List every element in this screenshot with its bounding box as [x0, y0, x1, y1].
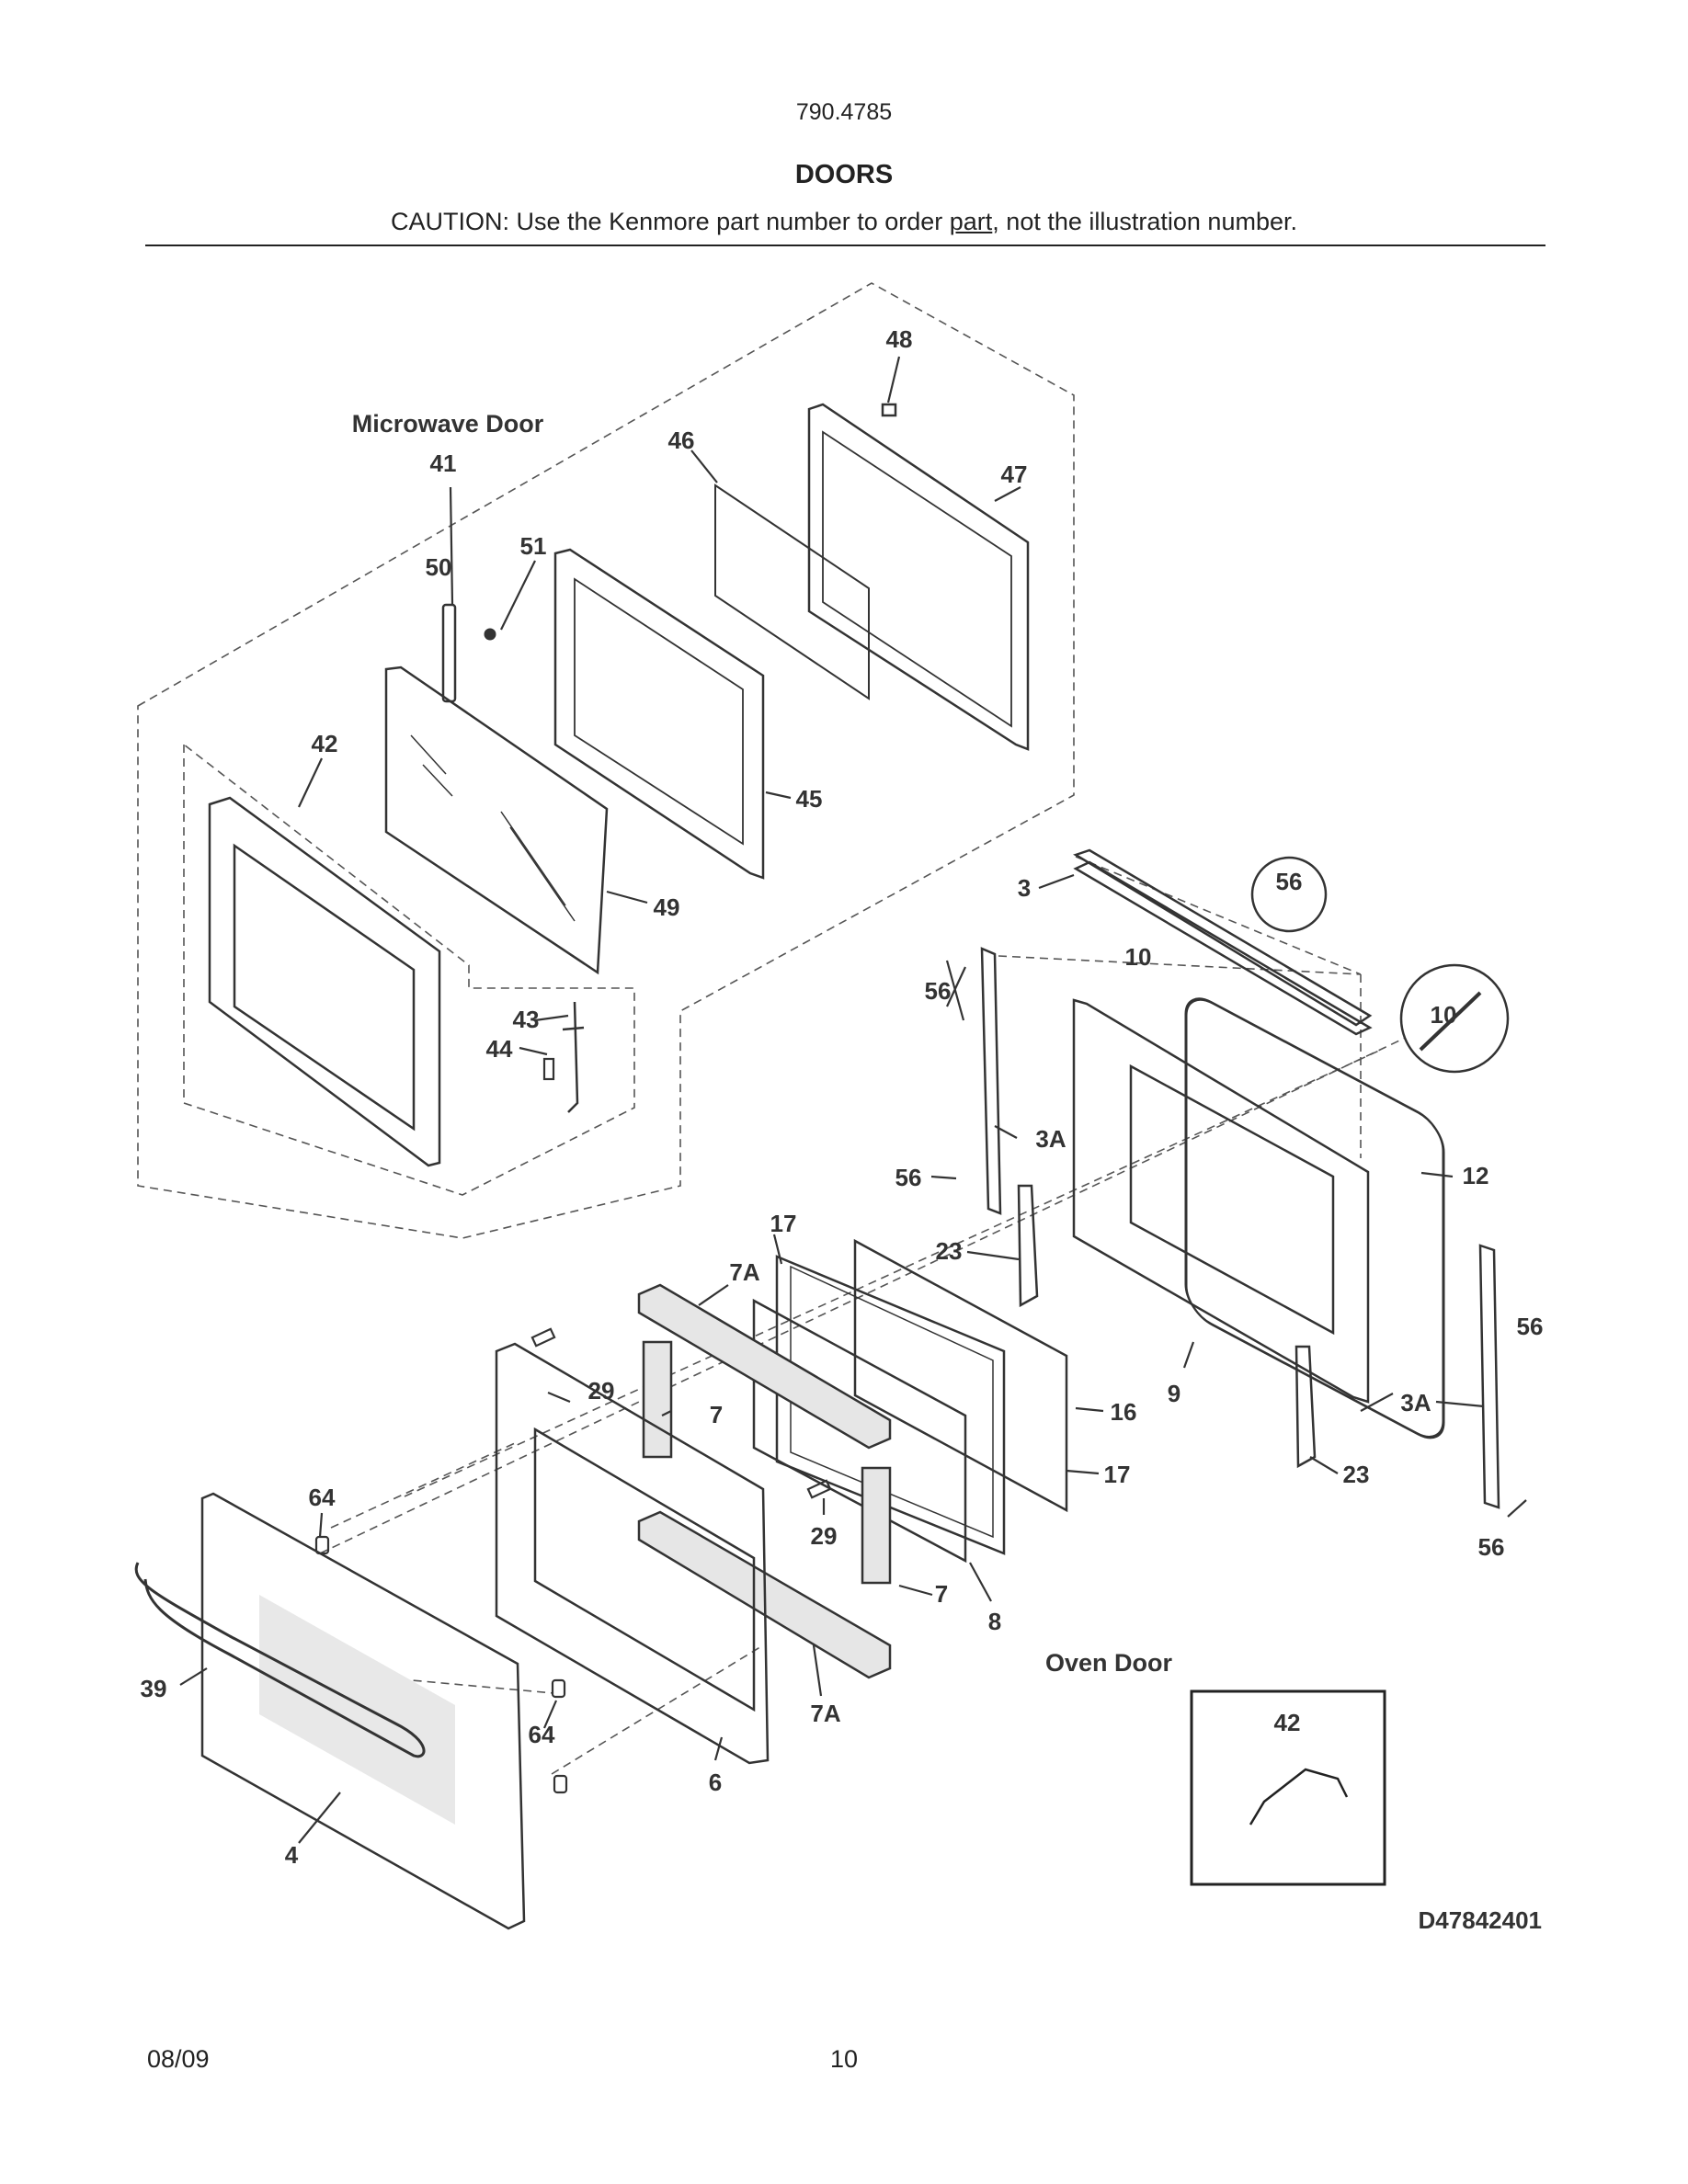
- part-23-hinge-left: [1017, 1184, 1039, 1308]
- callout-23-right: 23: [1343, 1461, 1370, 1488]
- part-16-glass: [853, 1238, 1068, 1513]
- part-6-inner-door: [495, 1342, 770, 1765]
- callout-43: 43: [513, 1006, 540, 1033]
- callout-45: 45: [796, 785, 823, 813]
- callout-42: 42: [312, 730, 338, 757]
- part-29-pin-bottom: [806, 1479, 832, 1499]
- part-49-front-glass: [384, 665, 609, 975]
- part-29-pin-top: [530, 1327, 556, 1348]
- callout-29-top: 29: [588, 1377, 615, 1405]
- part-7-insulation-left: [642, 1340, 673, 1459]
- part-64-bumper-bottom: [551, 1678, 568, 1794]
- page-title: DOORS: [794, 160, 894, 189]
- part-8-glass: [752, 1298, 967, 1564]
- oven-assembly-guides: [319, 856, 1472, 1775]
- callout-29-bottom: 29: [811, 1522, 838, 1550]
- callout-44: 44: [486, 1035, 513, 1063]
- part-7a-insulation-top: [637, 1283, 892, 1450]
- callout-50: 50: [426, 553, 452, 581]
- callout-7a-bottom: 7A: [810, 1700, 840, 1727]
- callout-56-left-mid: 56: [895, 1164, 922, 1191]
- callout-23-left: 23: [936, 1237, 963, 1265]
- callout-46: 46: [668, 427, 695, 454]
- caution-part-word: part: [949, 208, 993, 235]
- part-39-handle: [134, 1562, 426, 1758]
- callout-16: 16: [1111, 1398, 1137, 1426]
- inset-box: [1190, 1689, 1386, 1886]
- callout-51: 51: [520, 532, 547, 560]
- part-42-door-trim: [208, 796, 441, 1167]
- inset-part-label: 42: [1274, 1709, 1301, 1736]
- callout-3a-right: 3A: [1400, 1389, 1431, 1416]
- footer-date: 08/09: [147, 2045, 210, 2073]
- callout-49: 49: [654, 893, 680, 921]
- callout-64-bottom: 64: [529, 1721, 555, 1748]
- callout-39: 39: [141, 1675, 167, 1702]
- part-23-hinge-right: [1295, 1345, 1317, 1469]
- header-rule: [145, 245, 1545, 246]
- screw-detail-callout: [1250, 856, 1328, 933]
- callout-47: 47: [1001, 461, 1028, 488]
- callout-10: 10: [1125, 943, 1152, 971]
- callout-7-bottom: 7: [935, 1580, 948, 1608]
- microwave-door-boundary: [137, 282, 1075, 1239]
- callout-56-right-bottom: 56: [1478, 1533, 1505, 1561]
- callout-3: 3: [1018, 874, 1031, 902]
- caution-note: CAUTION: Use the Kenmore part number to …: [0, 208, 1688, 236]
- callout-64-top: 64: [309, 1484, 336, 1511]
- callout-17-bottom: 17: [1104, 1461, 1131, 1488]
- part-9-door-liner: [1072, 998, 1370, 1404]
- part-3a-side-trim-left: [980, 947, 1002, 1215]
- callout-48: 48: [886, 325, 913, 353]
- callout-56-right-top: 56: [1517, 1313, 1544, 1340]
- caution-prefix: CAUTION: Use the Kenmore part number to …: [391, 208, 950, 235]
- callout-7a-top: 7A: [729, 1258, 759, 1286]
- leader-lines: [179, 356, 1527, 1844]
- part-43-hinge: [562, 1001, 585, 1113]
- callout-8: 8: [988, 1608, 1001, 1635]
- caution-suffix: , not the illustration number.: [992, 208, 1297, 235]
- callout-9: 9: [1168, 1380, 1180, 1407]
- callout-6: 6: [709, 1769, 722, 1796]
- shoulder-screw-detail-callout: [1399, 963, 1510, 1074]
- callout-numbers: 48 46 47 41 50 51 42 45 49 43 44 3 56 10…: [141, 325, 1544, 1869]
- part-3-vent-trim: [1073, 848, 1373, 1036]
- part-45-inner-panel: [553, 548, 765, 880]
- part-44-bracket: [542, 1057, 555, 1081]
- part-51-screw: [484, 628, 496, 641]
- callout-56-detail: 56: [1276, 868, 1303, 895]
- callout-12: 12: [1463, 1162, 1489, 1189]
- drawing-number: D47842401: [1419, 1906, 1542, 1934]
- callout-7-top: 7: [710, 1401, 723, 1428]
- model-number: 790.4785: [795, 99, 893, 125]
- oven-door-label: Oven Door: [1045, 1649, 1173, 1677]
- part-7-insulation-right: [861, 1466, 892, 1585]
- callout-10-detail: 10: [1431, 1001, 1457, 1029]
- microwave-door-label: Microwave Door: [352, 410, 544, 438]
- callout-56-left-top: 56: [925, 977, 952, 1005]
- part-4-outer-door: [200, 1492, 526, 1930]
- callout-17-top: 17: [770, 1210, 797, 1237]
- part-50-latch: [441, 603, 457, 703]
- part-64-bumper-top: [314, 1535, 330, 1555]
- part-3a-side-trim-right: [1478, 1244, 1500, 1509]
- callout-4: 4: [285, 1841, 299, 1869]
- page-number: 10: [829, 2045, 859, 2073]
- part-46-glass: [714, 483, 870, 700]
- part-12-gasket: [1184, 997, 1445, 1439]
- part-47-choke-frame: [807, 403, 1030, 751]
- callout-3a-left: 3A: [1035, 1125, 1066, 1153]
- callout-41: 41: [430, 449, 457, 477]
